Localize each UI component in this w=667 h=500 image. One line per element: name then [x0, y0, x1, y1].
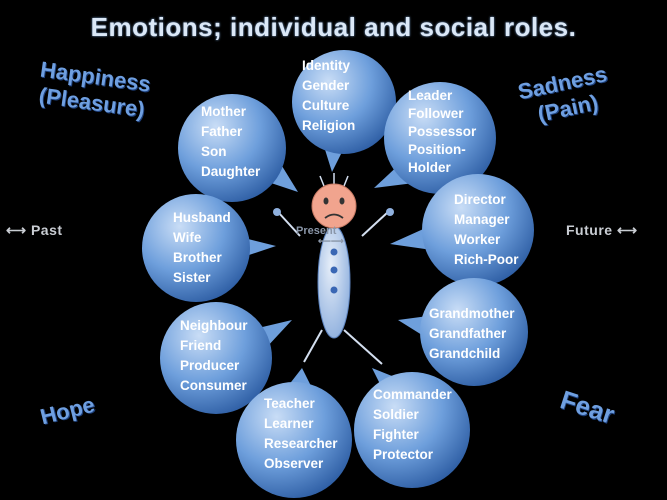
left-eye: [323, 197, 329, 205]
future-label: Future ⟷: [566, 222, 638, 238]
left-arm: [277, 211, 301, 237]
bubble-line: Position-: [408, 142, 466, 157]
bubble-line: Religion: [302, 118, 355, 133]
bubble-circle: [422, 174, 534, 286]
bubble-line: Director: [454, 192, 507, 207]
bubble-line: Fighter: [373, 427, 419, 442]
bubble-tail: [390, 226, 432, 250]
bubble-line: Identity: [302, 58, 350, 73]
right-arm: [361, 211, 389, 237]
present-label: Present: [296, 225, 337, 237]
past-text: Past: [30, 222, 63, 238]
bubble-circle: [160, 302, 272, 414]
bubble-line: Gender: [302, 78, 350, 93]
bubble-line: Learner: [264, 416, 314, 431]
bubble-line: Culture: [302, 98, 350, 113]
slide-title: Emotions; individual and social roles.: [90, 12, 577, 42]
bubble-line: Soldier: [373, 407, 420, 422]
right-leg: [343, 329, 383, 365]
bubble-circle: [354, 372, 470, 488]
bubble-line: Teacher: [264, 396, 316, 411]
bubble-line: Commander: [373, 387, 453, 402]
bubble-line: Friend: [180, 338, 221, 353]
bubble-line: Producer: [180, 358, 240, 373]
bubble-circle: [142, 194, 250, 302]
bubble-line: Rich-Poor: [454, 252, 519, 267]
bubble-line: Follower: [408, 106, 464, 121]
present-arrow: ⟵⟶: [318, 236, 344, 246]
bubble-line: Researcher: [264, 436, 338, 451]
button-1: [330, 248, 338, 256]
bubble-line: Neighbour: [180, 318, 248, 333]
bubble-line: Protector: [373, 447, 434, 462]
bubble-line: Holder: [408, 160, 452, 175]
bubble-line: Grandmother: [429, 306, 515, 321]
bubble-circle: [178, 94, 286, 202]
bubble-line: Leader: [408, 88, 453, 103]
bubble-line: Grandchild: [429, 346, 500, 361]
sad-mouth: [324, 213, 344, 219]
bubble-line: Son: [201, 144, 227, 159]
bubble-line: Daughter: [201, 164, 261, 179]
bubble-circle: [384, 82, 496, 194]
button-3: [330, 286, 338, 294]
bubble-circle: [292, 50, 396, 154]
bubble-line: Observer: [264, 456, 324, 471]
bubble-line: Consumer: [180, 378, 248, 393]
button-2: [330, 266, 338, 274]
bubble-circle: [236, 382, 352, 498]
face: [311, 183, 357, 229]
past-label: ⟷ Past: [6, 222, 63, 238]
bubble-circle: [420, 278, 528, 386]
bubble-line: Husband: [173, 210, 231, 225]
person-figure: Present ⟵⟶: [273, 173, 394, 365]
bubble-tail: [262, 166, 298, 192]
right-eye: [339, 197, 345, 205]
bubble-line: Grandfather: [429, 326, 507, 341]
future-text: Future: [566, 222, 613, 238]
right-hand: [386, 208, 394, 216]
bubble-line: Possessor: [408, 124, 477, 139]
bubble-line: Sister: [173, 270, 211, 285]
bubble-line: Brother: [173, 250, 222, 265]
left-leg: [303, 329, 323, 363]
bubble-line: Mother: [201, 104, 247, 119]
bubble-line: Wife: [173, 230, 202, 245]
bubble-line: Worker: [454, 232, 501, 247]
bubble-line: Father: [201, 124, 243, 139]
left-hand: [273, 208, 281, 216]
bubble-line: Manager: [454, 212, 510, 227]
